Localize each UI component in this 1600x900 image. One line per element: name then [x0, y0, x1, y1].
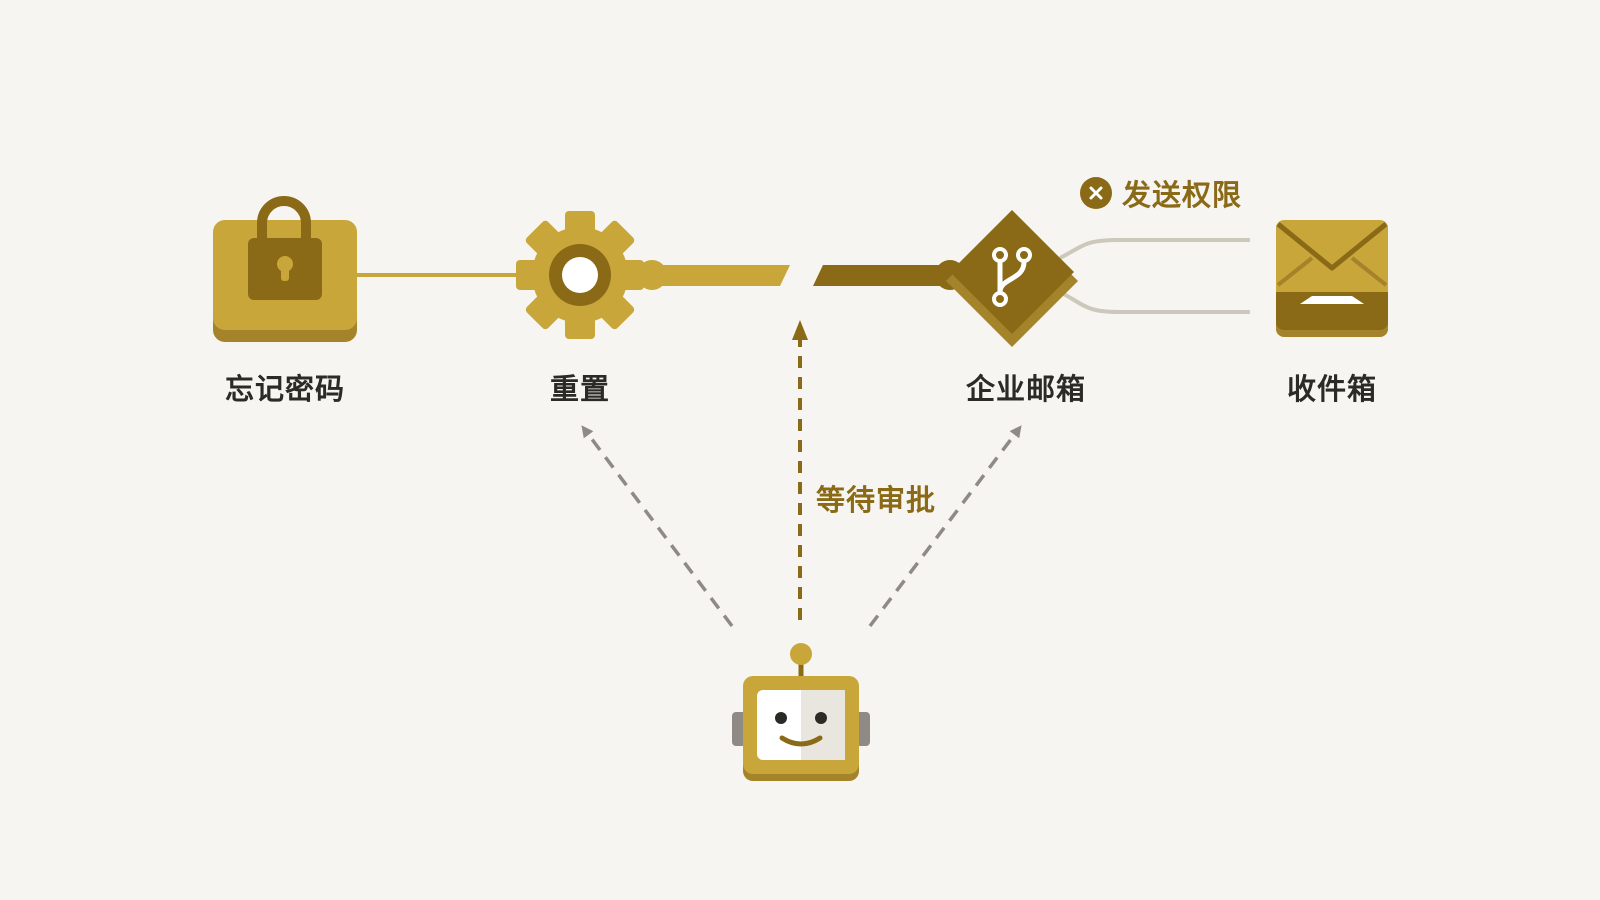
node-label-forgot-password: 忘记密码	[224, 372, 346, 406]
arrow-agent-to-reset	[581, 425, 734, 628]
envelope-inbox-icon	[1276, 220, 1388, 337]
connector-mailbox-to-inbox-top	[1059, 238, 1250, 260]
node-label-inbox: 收件箱	[1286, 372, 1378, 406]
node-label-reset: 重置	[549, 372, 611, 406]
connector-gear-to-break	[637, 260, 790, 290]
connector-mailbox-to-inbox-bottom	[1059, 290, 1250, 314]
branch-diamond-icon	[946, 210, 1078, 347]
send-permission-label: 发送权限	[1122, 178, 1243, 212]
close-icon	[1080, 177, 1112, 209]
annotation-awaiting-approval: 等待审批	[816, 483, 937, 517]
annotation-send-permission: 发送权限	[1080, 172, 1242, 214]
node-label-corporate-email: 企业邮箱	[965, 372, 1087, 406]
robot-icon	[732, 643, 870, 781]
connector-break-to-mailbox	[813, 260, 965, 290]
gear-icon	[516, 211, 644, 339]
padlock-icon	[213, 196, 357, 342]
arrow-agent-to-mailbox	[868, 425, 1022, 628]
